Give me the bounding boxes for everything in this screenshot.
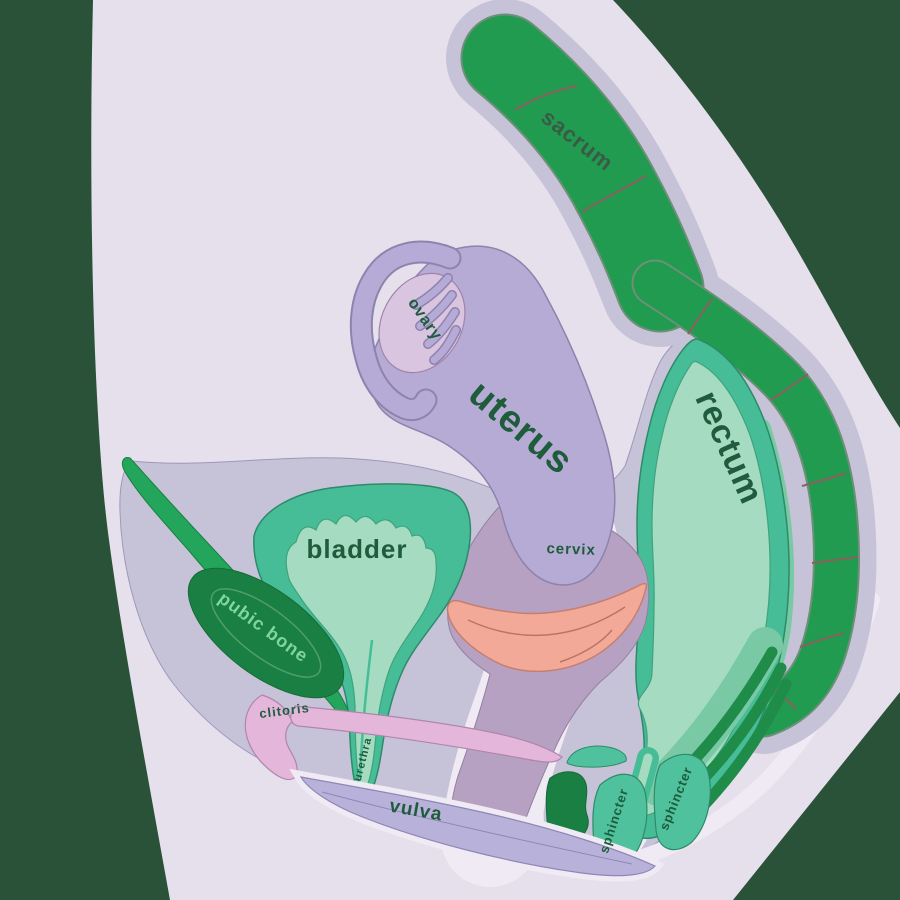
urethra-center-line <box>358 639 374 779</box>
vulva-shape <box>299 776 657 877</box>
pelvic-floor-group <box>545 627 792 867</box>
vulva-fold-line <box>321 791 633 865</box>
clitoris-label: clitoris <box>258 700 310 721</box>
vulva-group <box>289 768 666 882</box>
clitoris-group <box>244 694 563 781</box>
perineal-muscle-comma <box>566 745 627 768</box>
pubic-bone-inner-line <box>210 588 322 678</box>
cervix-label: cervix <box>546 540 596 559</box>
clitoris-crus <box>290 705 563 763</box>
sacrum-bone <box>462 15 703 331</box>
perineal-body <box>545 771 589 841</box>
pubic-bone-shape <box>187 567 345 699</box>
sphincter-outer-shape <box>653 753 711 851</box>
pubic-group <box>121 457 349 719</box>
bladder-label: bladder <box>307 534 408 564</box>
bladder-inner <box>285 514 437 785</box>
disc-fold-lines <box>467 606 626 663</box>
fallopian-tube <box>351 242 460 420</box>
fimbriae <box>411 273 461 365</box>
clitoris-glans <box>244 694 298 781</box>
uterus-group <box>349 240 616 586</box>
spine-group <box>446 0 877 754</box>
coccyx-bone <box>633 261 858 736</box>
menstrual-disc <box>446 582 648 673</box>
vagina-group <box>446 505 650 849</box>
bladder-group <box>253 483 472 797</box>
